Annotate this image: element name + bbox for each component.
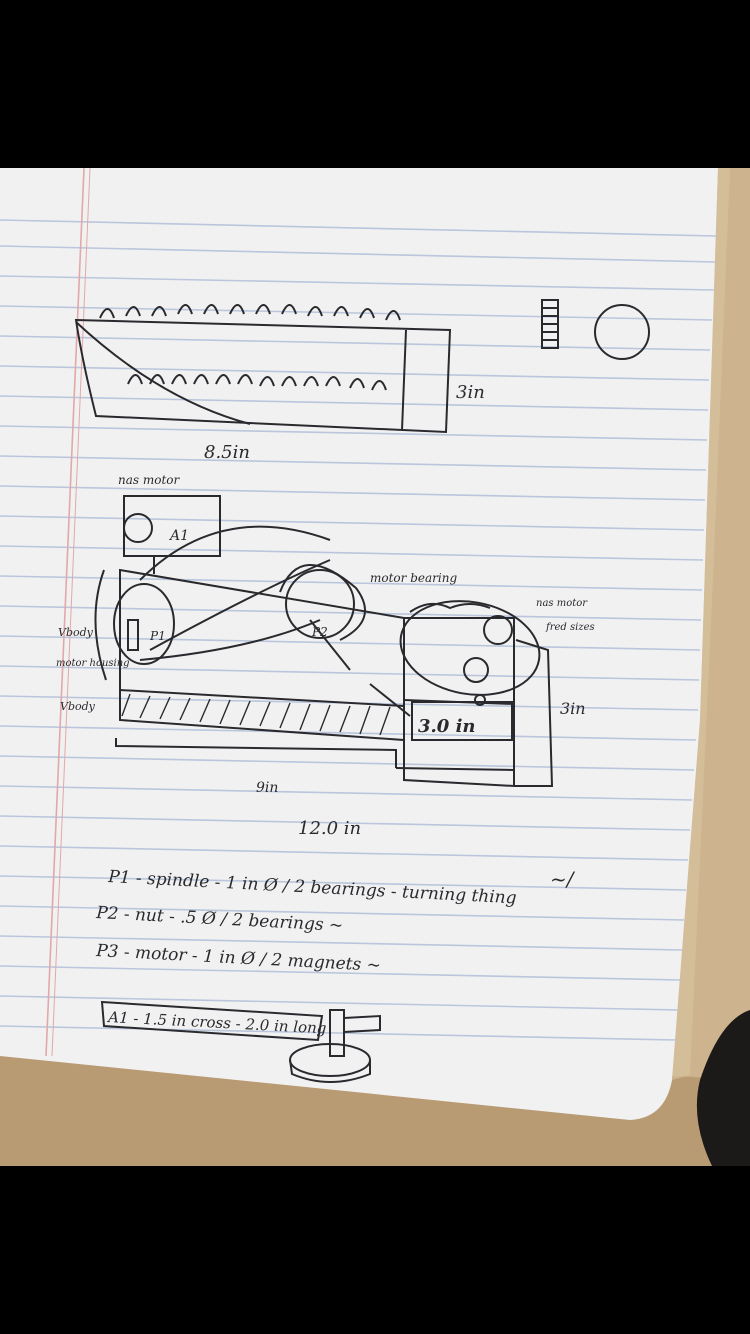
label-bottom-width: 9in — [256, 780, 278, 796]
boxed-note-frame — [100, 1000, 381, 1083]
label-a1-box: A1 — [168, 528, 189, 544]
dark-object — [696, 1010, 750, 1166]
label-p1: P1 — [149, 629, 166, 643]
label-nas-motor: nas motor — [118, 473, 181, 487]
middle-drawing — [94, 495, 554, 788]
label-total-width: 12.0 in — [298, 818, 361, 839]
label-fred-sizes: fred sizes — [545, 622, 595, 633]
rule-lines — [0, 219, 717, 1041]
corner-mark: ~/ — [550, 867, 576, 891]
label-vbody-2: Vbody — [60, 700, 96, 713]
label-p2: P2 — [311, 625, 328, 639]
label-right-motor: nas motor — [536, 598, 588, 609]
margin-line — [45, 167, 85, 1057]
top-width-label: 8.5in — [204, 442, 250, 463]
label-vbody-1: Vbody — [58, 626, 94, 639]
notebook-paper — [0, 168, 718, 1120]
top-height-label: 3in — [456, 382, 485, 403]
label-block-height: 3.0 in — [418, 716, 476, 737]
label-motor-bearing: motor bearing — [370, 571, 457, 585]
label-right-height: 3in — [560, 699, 586, 718]
top-drawing — [74, 299, 650, 434]
label-motor-housing: motor housing — [56, 658, 130, 669]
